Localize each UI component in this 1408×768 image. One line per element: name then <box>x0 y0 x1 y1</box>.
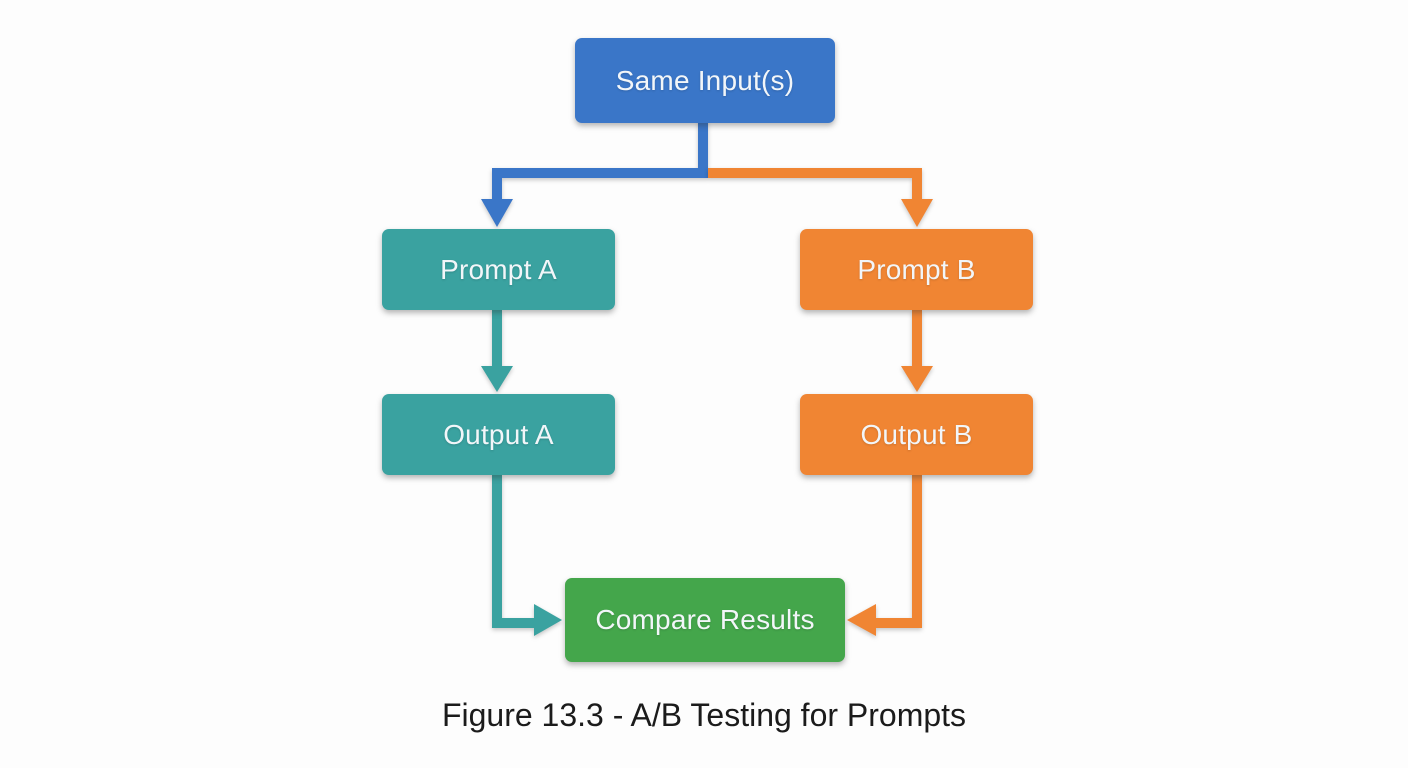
node-output-b: Output B <box>800 394 1033 475</box>
node-same-input: Same Input(s) <box>575 38 835 123</box>
node-output-b-label: Output B <box>860 418 973 450</box>
node-output-a: Output A <box>382 394 615 475</box>
figure-caption: Figure 13.3 - A/B Testing for Prompts <box>441 697 967 733</box>
connector-prompt-a-to-output-a <box>481 310 513 392</box>
node-compare-results: Compare Results <box>565 578 845 662</box>
connector-output-b-to-compare <box>847 475 922 636</box>
node-prompt-b-label: Prompt B <box>857 253 976 285</box>
node-compare-results-label: Compare Results <box>595 604 815 635</box>
node-same-input-label: Same Input(s) <box>615 64 795 96</box>
connector-input-to-prompt-a <box>481 120 708 227</box>
node-prompt-a: Prompt A <box>382 229 615 310</box>
connector-output-a-to-compare <box>492 475 562 636</box>
node-prompt-a-label: Prompt A <box>440 253 557 285</box>
connector-prompt-b-to-output-b <box>901 310 933 392</box>
node-prompt-b: Prompt B <box>800 229 1033 310</box>
connector-input-to-prompt-b <box>708 168 933 227</box>
node-output-a-label: Output A <box>443 418 554 450</box>
